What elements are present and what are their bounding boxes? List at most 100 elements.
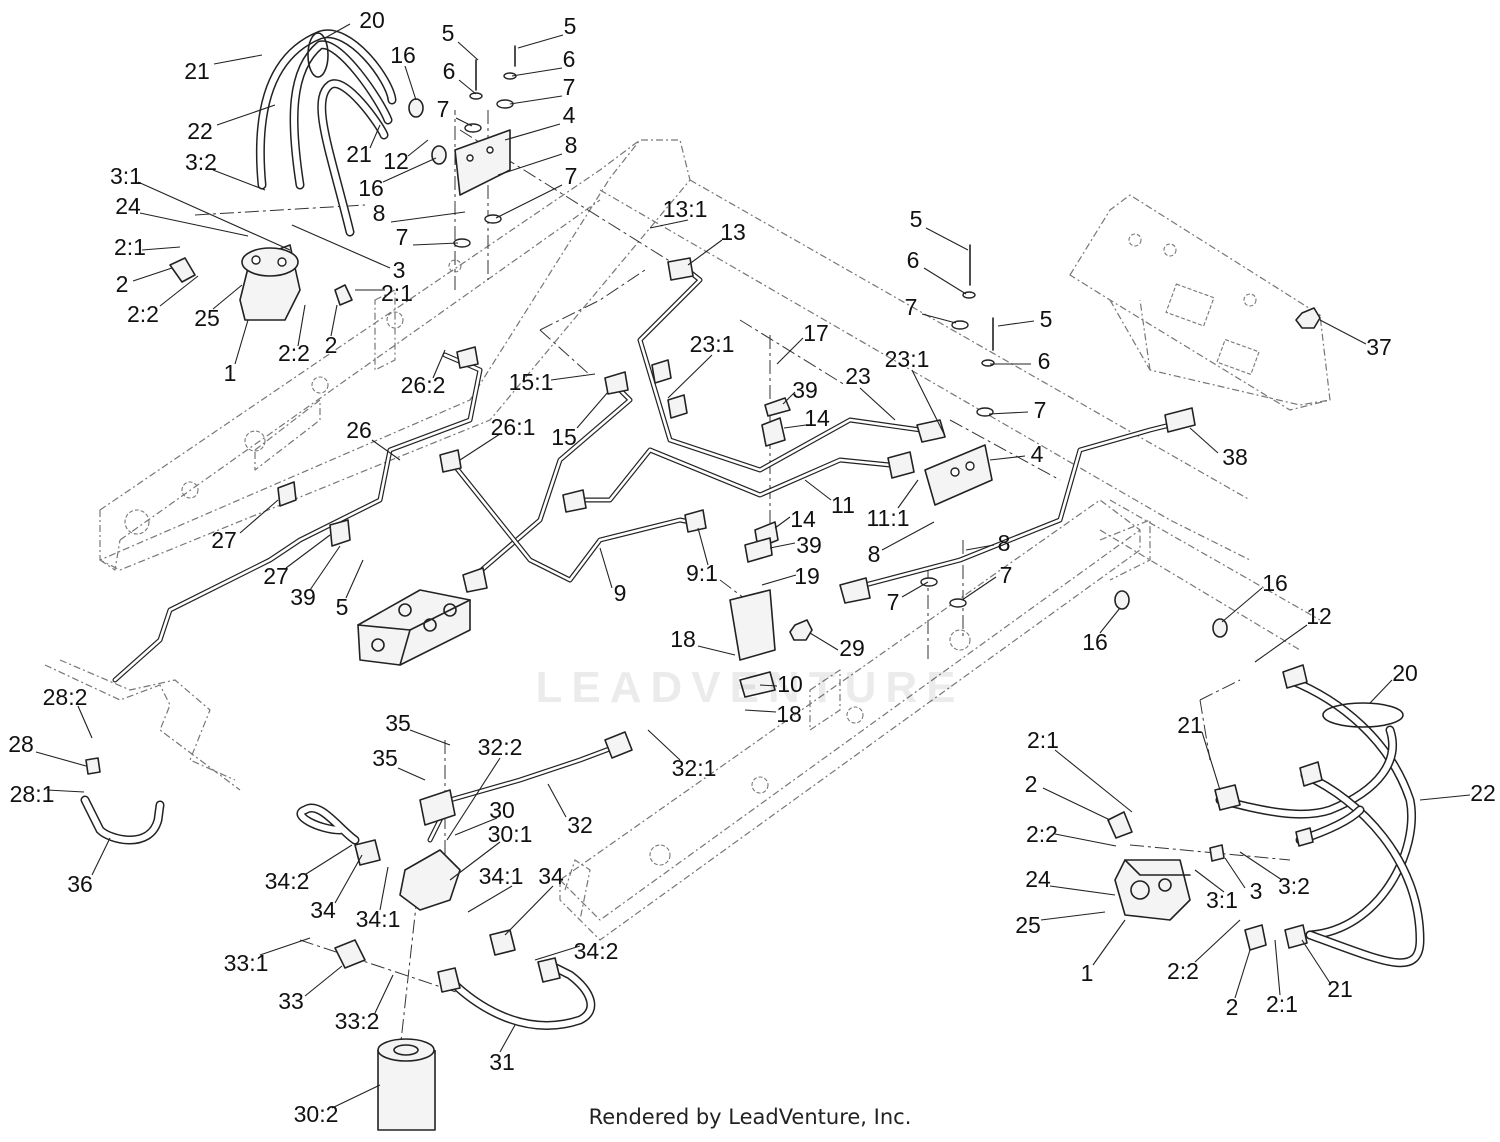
- callout-label: 25: [1015, 912, 1041, 938]
- callout-label: 10: [777, 671, 803, 697]
- callout-label: 16: [1082, 629, 1108, 655]
- callout-label: 3: [1250, 878, 1263, 904]
- callout-label: 1: [1081, 960, 1094, 986]
- callout-label: 2: [1025, 771, 1038, 797]
- callout-label: 23:1: [690, 331, 735, 357]
- callout-label: 5: [910, 206, 923, 232]
- callout-label: 6: [907, 247, 920, 273]
- callout-label: 28:2: [43, 684, 88, 710]
- callout-label: 7: [437, 96, 450, 122]
- callout-label: 34: [538, 863, 564, 889]
- callout-label: 34:2: [265, 868, 310, 894]
- callout-label: 31: [489, 1049, 515, 1075]
- callout-label: 2: [1226, 994, 1239, 1020]
- callout-label: 28:1: [10, 781, 55, 807]
- callout-label: 2:2: [127, 301, 159, 327]
- callout-label: 13: [720, 219, 746, 245]
- callout-label: 21: [346, 141, 372, 167]
- callout-label: 18: [776, 701, 802, 727]
- callout-label: 20: [1392, 660, 1418, 686]
- callout-label: 39: [792, 377, 818, 403]
- callout-label: 16: [1262, 570, 1288, 596]
- callout-label: 2:2: [278, 340, 310, 366]
- callout-label: 2: [325, 332, 338, 358]
- callout-label: 3:1: [110, 163, 142, 189]
- callout-label: 30:2: [294, 1101, 339, 1127]
- callout-label: 3:2: [185, 149, 217, 175]
- callout-label: 35: [385, 710, 411, 736]
- callout-label: 33: [278, 988, 304, 1014]
- credit-line: Rendered by LeadVenture, Inc.: [588, 1105, 912, 1129]
- callout-label: 24: [115, 193, 141, 219]
- callout-label: 8: [373, 200, 386, 226]
- callout-label: 6: [1038, 348, 1051, 374]
- callout-label: 3:2: [1278, 873, 1310, 899]
- callout-label: 26:1: [491, 414, 536, 440]
- callout-label: 7: [563, 74, 576, 100]
- callout-label: 37: [1366, 334, 1392, 360]
- callout-label: 11: [831, 492, 855, 518]
- callout-label: 14: [804, 405, 830, 431]
- callout-label: 4: [563, 102, 576, 128]
- components: [85, 32, 1404, 1131]
- hose-lines: [80, 29, 1425, 1030]
- callout-label: 6: [563, 46, 576, 72]
- callout-label: 32:2: [478, 734, 523, 760]
- callout-label: 7: [396, 224, 409, 250]
- callout-label: 7: [887, 589, 900, 615]
- callout-label: 26: [346, 417, 372, 443]
- callout-label: 30:1: [488, 821, 533, 847]
- callout-label: 15: [551, 424, 577, 450]
- callout-label: 27: [263, 563, 289, 589]
- callout-label: 7: [1000, 562, 1013, 588]
- callout-label: 5: [564, 13, 577, 39]
- callout-label: 1: [224, 360, 237, 386]
- callout-label: 23: [845, 363, 871, 389]
- callout-label: 7: [565, 163, 578, 189]
- callout-label: 5: [442, 20, 455, 46]
- frame-rails: [44, 139, 1331, 941]
- callout-label: 9:1: [686, 560, 718, 586]
- callout-label: 13:1: [663, 196, 708, 222]
- callout-label: 20: [359, 7, 385, 33]
- callout-label: 34: [310, 897, 336, 923]
- callout-label: 39: [796, 532, 822, 558]
- callout-label: 32:1: [672, 755, 717, 781]
- callout-label: 23:1: [885, 346, 930, 372]
- callout-label: 25: [194, 305, 220, 331]
- callout-label: 3:1: [1206, 887, 1238, 913]
- callout-label: 16: [390, 42, 416, 68]
- callout-label: 9: [614, 580, 627, 606]
- callout-label: 21: [184, 58, 210, 84]
- callout-label: 7: [1034, 397, 1047, 423]
- callout-label: 2:1: [1027, 727, 1059, 753]
- callout-label: 12: [1306, 603, 1332, 629]
- callout-label: 22: [187, 118, 213, 144]
- callout-label: 11:1: [866, 505, 909, 531]
- callout-label: 39: [290, 584, 316, 610]
- callout-label: 24: [1025, 866, 1051, 892]
- callout-label: 2:2: [1167, 958, 1199, 984]
- callout-label: 33:1: [224, 950, 269, 976]
- callout-label: 12: [383, 148, 409, 174]
- callout-label: 22: [1470, 780, 1496, 806]
- callout-label: 21: [1177, 712, 1203, 738]
- callout-label: 21: [1327, 976, 1353, 1002]
- callout-label: 34:2: [574, 938, 619, 964]
- callout-label: 36: [67, 871, 93, 897]
- leader-lines: [35, 23, 1471, 1109]
- callout-label: 8: [998, 530, 1011, 556]
- callout-label: 3: [393, 257, 406, 283]
- callout-label: 6: [443, 58, 456, 84]
- callout-label: 16: [358, 175, 384, 201]
- callout-label: 2:1: [381, 280, 413, 306]
- callout-label: 33:2: [335, 1008, 380, 1034]
- callout-label: 17: [803, 320, 829, 346]
- callout-label: 14: [790, 506, 816, 532]
- callout-label: 15:1: [509, 369, 554, 395]
- callout-label: 5: [336, 594, 349, 620]
- callout-label: 35: [372, 745, 398, 771]
- callout-label: 8: [868, 541, 881, 567]
